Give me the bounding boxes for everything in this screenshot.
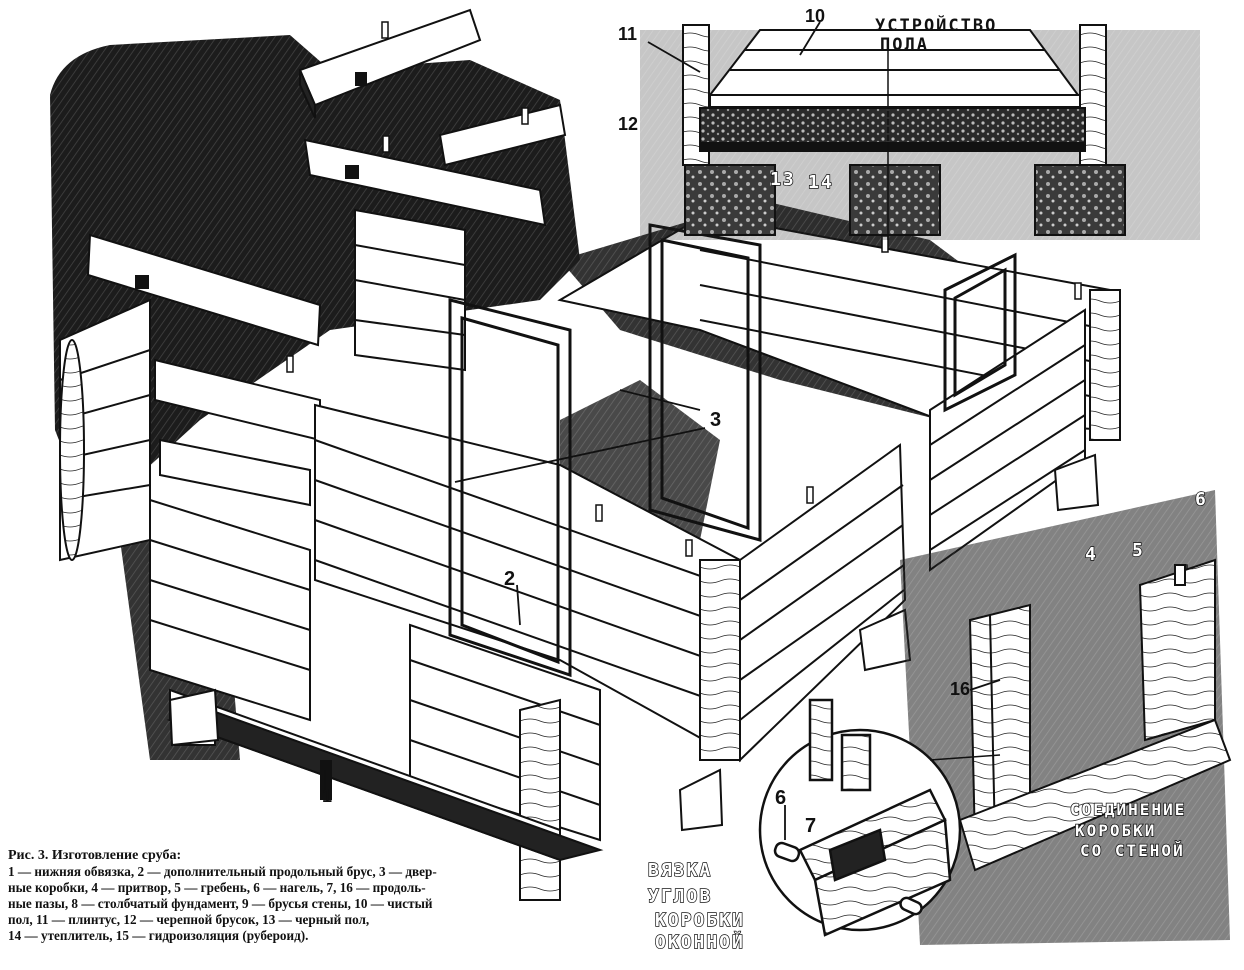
callout-1: 1 (322, 786, 332, 806)
foundation-posts (168, 453, 1100, 832)
callout-7: 7 (805, 815, 816, 837)
floor-inset (640, 24, 1200, 240)
caption-line: ные пазы, 8 — столбчатый фундамент, 9 — … (8, 896, 433, 911)
floor-title-1: УСТРОЙСТВО (875, 14, 997, 36)
upper-beams (86, 8, 567, 347)
front-wall (149, 498, 601, 901)
joint-title-2: КОРОБКИ (1075, 821, 1156, 840)
figure-caption: Рис. 3. Изготовление сруба: 1 — нижняя о… (8, 848, 518, 944)
joint-inset (900, 490, 1232, 945)
caption-line: 14 — утеплитель, 15 — гидроизоляция (руб… (8, 928, 309, 943)
corner-detail (758, 698, 1001, 937)
callout-14: 14 (808, 172, 834, 193)
joint-title-1: СОЕДИНЕНИЕ (1070, 800, 1186, 819)
window-frame (943, 252, 1017, 413)
caption-title: Рис. 3. Изготовление сруба: (8, 848, 182, 863)
log-frame (59, 8, 1188, 901)
joint-title-3: СО СТЕНОЙ (1080, 841, 1185, 860)
door-frame-left (448, 298, 572, 678)
callout-4: 4 (1085, 544, 1098, 565)
corner-title-1: ВЯЗКА (648, 860, 712, 881)
callout-6b: 6 (1195, 489, 1208, 510)
inset-titles: УСТРОЙСТВО ПОЛА ВЯЗКА УГЛОВ КОРОБКИ ОКОН… (647, 14, 1186, 954)
corner-title-4: ОКОННОЙ (655, 931, 745, 953)
callout-10: 10 (805, 6, 825, 26)
corner-title-3: КОРОБКИ (655, 910, 745, 931)
back-wall-right (557, 213, 1121, 441)
callout-13: 13 (770, 169, 796, 190)
callout-numbers: 1 2 3 10 11 12 13 14 16 6 7 4 5 6 (322, 6, 1208, 837)
leader-lines (324, 21, 1001, 840)
right-wall (929, 308, 1086, 572)
callout-2: 2 (504, 568, 515, 590)
callout-5: 5 (1132, 540, 1145, 561)
callout-6a: 6 (775, 787, 786, 809)
callout-16: 16 (950, 679, 970, 699)
callout-3: 3 (710, 409, 721, 431)
callout-12: 12 (618, 114, 638, 134)
caption-line: ные коробки, 4 — притвор, 5 — гребень, 6… (8, 880, 426, 895)
callout-11: 11 (618, 24, 637, 44)
floor-title-2: ПОЛА (880, 35, 929, 55)
corner-title-2: УГЛОВ (648, 886, 712, 907)
caption-line: пол, 11 — плинтус, 12 — черепной брусок,… (8, 912, 370, 927)
caption-line: 1 — нижняя обвязка, 2 — дополнительный п… (8, 864, 437, 879)
front-right-wall (699, 443, 907, 763)
